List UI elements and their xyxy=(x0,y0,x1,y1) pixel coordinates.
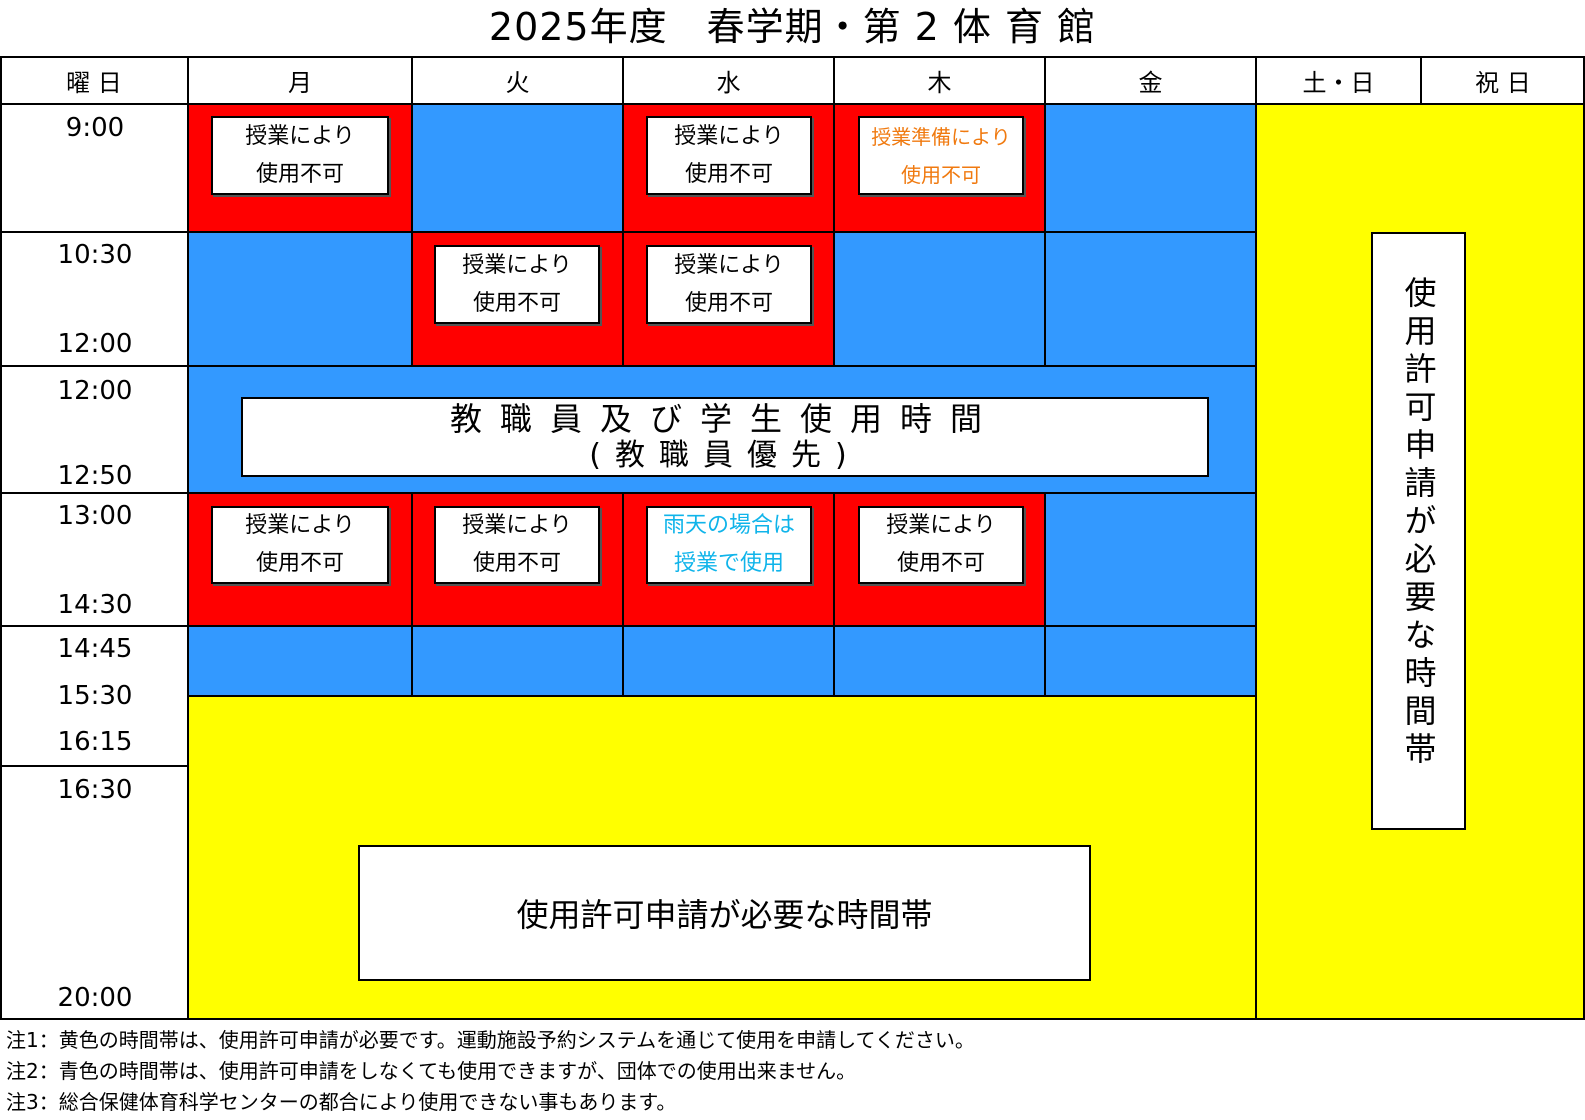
slot-line2: 使用不可 xyxy=(684,290,773,316)
slot-line1: 授業準備により xyxy=(871,124,1011,149)
permit-required-box: 使用許可申請が必要な時間帯 xyxy=(358,845,1091,981)
slot-line1: 雨天の場合は xyxy=(662,513,795,538)
note-2: 注2：青色の時間帯は、使用許可申請をしなくても使用できますが、団体での使用出来ま… xyxy=(6,1059,857,1083)
slot-line1: 授業により xyxy=(462,513,572,538)
slot-unavailable-box: 授業により 使用不可 xyxy=(646,245,812,324)
slot-line2: 使用不可 xyxy=(472,551,561,576)
slot-line2: 使用不可 xyxy=(255,551,344,576)
slot-fri-1030 xyxy=(1045,232,1256,366)
slot-line2: 使用不可 xyxy=(684,161,773,187)
slot-prep-box: 授業準備により 使用不可 xyxy=(858,116,1024,195)
slot-unavailable-box: 授業により 使用不可 xyxy=(858,506,1024,584)
staff-line1: 教職員及び学生使用時間 xyxy=(449,400,1000,438)
slot-line2: 使用不可 xyxy=(901,162,981,187)
header-day-fri: 金 xyxy=(1138,69,1163,97)
header-weekend: 土・日 xyxy=(1302,69,1375,97)
time-label: 16:15 xyxy=(57,727,133,757)
slot-line2: 使用不可 xyxy=(472,290,561,316)
slot-line1: 授業により xyxy=(886,513,996,538)
time-label: 16:30 xyxy=(57,775,133,805)
slot-1445 xyxy=(188,626,1256,696)
header-day-tue: 火 xyxy=(505,69,530,97)
time-label: 14:30 xyxy=(57,590,133,620)
slot-line1: 授業により xyxy=(674,252,784,278)
slot-rain-box: 雨天の場合は 授業で使用 xyxy=(646,506,812,584)
note-1: 注1：黄色の時間帯は、使用許可申請が必要です。運動施設予約システムを通じて使用を… xyxy=(6,1028,975,1052)
time-label: 12:50 xyxy=(57,461,133,491)
page-title: 2025年度 春学期・第 2 体 育 館 xyxy=(488,5,1097,49)
staff-line2: (教職員優先) xyxy=(589,438,861,473)
slot-line2: 使用不可 xyxy=(896,551,985,576)
slot-tue-0900 xyxy=(412,104,623,232)
slot-unavailable-box: 授業により 使用不可 xyxy=(434,506,600,584)
header-day-thu: 木 xyxy=(927,69,952,97)
permit-required-vertical-label: 使用許可申請が必要な時間帯 xyxy=(1399,276,1438,770)
slot-line2: 授業で使用 xyxy=(673,551,784,576)
time-label: 15:30 xyxy=(57,681,133,711)
time-label: 14:45 xyxy=(57,634,133,664)
slot-thu-1030 xyxy=(834,232,1045,366)
time-label: 20:00 xyxy=(57,983,133,1013)
slot-line2: 使用不可 xyxy=(255,161,344,187)
header-holiday: 祝 日 xyxy=(1475,69,1531,97)
slot-fri-0900 xyxy=(1045,104,1256,232)
note-3: 注3：総合保健体育科学センターの都合により使用できない事もあります。 xyxy=(6,1090,677,1114)
slot-unavailable-box: 授業により 使用不可 xyxy=(646,116,812,195)
slot-unavailable-box: 授業により 使用不可 xyxy=(211,506,389,584)
slot-unavailable-box: 授業により 使用不可 xyxy=(434,245,600,324)
header-day-label: 曜 日 xyxy=(66,69,122,97)
slot-line1: 授業により xyxy=(245,513,355,538)
time-label: 12:00 xyxy=(57,329,133,359)
time-label: 12:00 xyxy=(57,376,133,406)
staff-student-box: 教職員及び学生使用時間 (教職員優先) xyxy=(241,397,1209,477)
time-label: 10:30 xyxy=(57,240,133,270)
slot-line1: 授業により xyxy=(674,123,784,149)
time-label: 13:00 xyxy=(57,501,133,531)
slot-line1: 授業により xyxy=(245,123,355,149)
slot-unavailable-box: 授業により 使用不可 xyxy=(211,116,389,195)
header-day-mon: 月 xyxy=(288,69,312,97)
slot-mon-1030 xyxy=(188,232,412,366)
permit-required-vertical-box: 使用許可申請が必要な時間帯 xyxy=(1371,232,1466,830)
slot-fri-1300 xyxy=(1045,493,1256,626)
slot-line1: 授業により xyxy=(462,252,572,278)
header-day-wed: 水 xyxy=(716,69,741,97)
time-label: 9:00 xyxy=(65,113,125,143)
